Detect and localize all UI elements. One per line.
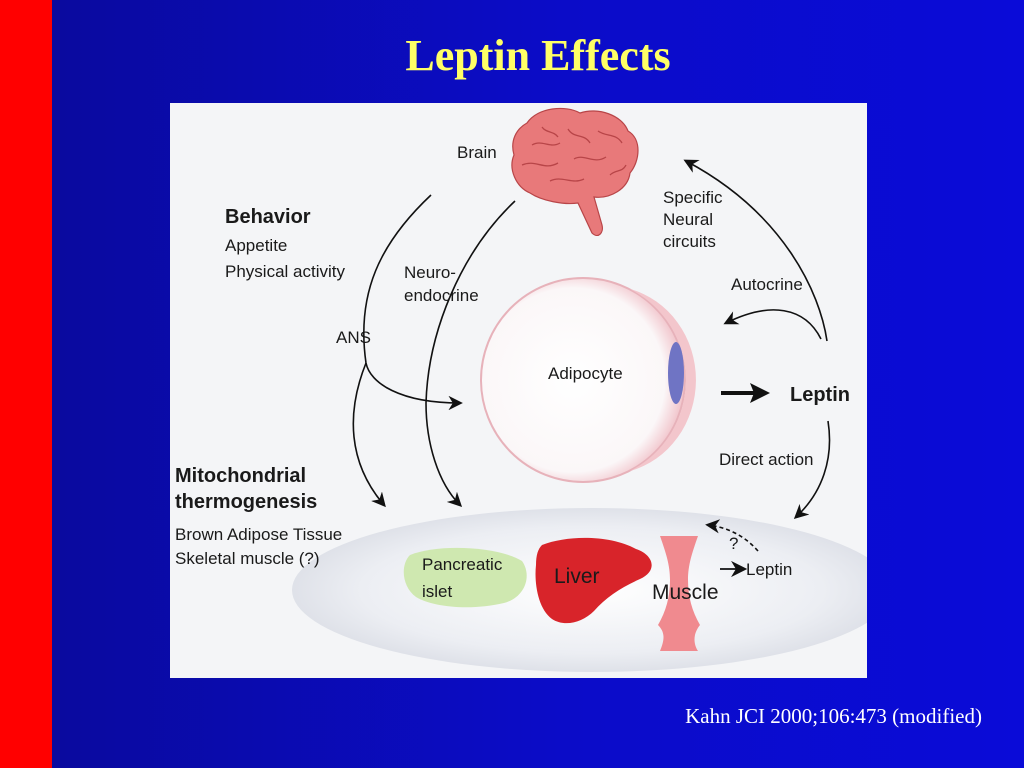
thermogenesis-heading-line-1: Mitochondrial bbox=[175, 465, 306, 487]
muscle-leptin-label: Leptin bbox=[746, 560, 792, 579]
adipocyte-nucleus bbox=[668, 342, 684, 404]
thermogenesis-item-bat: Brown Adipose Tissue bbox=[175, 525, 342, 544]
neuroendocrine-line-2: endocrine bbox=[404, 286, 479, 305]
leptin-to-brain-arrow bbox=[683, 159, 828, 342]
thermogenesis-item-skeletal-muscle: Skeletal muscle (?) bbox=[175, 549, 320, 568]
brain-icon bbox=[511, 107, 639, 237]
citation: Kahn JCI 2000;106:473 (modified) bbox=[685, 704, 982, 728]
left-red-bar bbox=[0, 0, 52, 768]
pancreatic-islet-shape bbox=[403, 547, 527, 608]
pancreatic-islet-line-2: islet bbox=[422, 582, 453, 601]
ans-label: ANS bbox=[336, 328, 371, 347]
neuroendocrine-line-1: Neuro- bbox=[404, 263, 456, 282]
brain-label: Brain bbox=[457, 143, 497, 162]
direct-action-arrow bbox=[793, 420, 831, 519]
leptin-effects-diagram: Brain Behavior Appetite Physical activit… bbox=[175, 107, 867, 672]
adipocyte-cytoplasm-rim bbox=[630, 289, 696, 471]
behavior-heading: Behavior bbox=[225, 206, 311, 228]
muscle-icon bbox=[658, 536, 700, 651]
liver-icon bbox=[535, 537, 652, 624]
question-mark: ? bbox=[729, 534, 738, 553]
muscle-label: Muscle bbox=[652, 581, 719, 604]
liver-label: Liver bbox=[554, 565, 600, 588]
specific-neural-line-2: Neural bbox=[663, 210, 713, 229]
autocrine-label: Autocrine bbox=[731, 275, 803, 294]
ans-to-adipocyte-arrow bbox=[362, 194, 463, 411]
specific-neural-line-3: circuits bbox=[663, 232, 716, 251]
autocrine-arrow bbox=[723, 309, 822, 340]
thermogenesis-heading-line-2: thermogenesis bbox=[175, 491, 317, 513]
neuroendocrine-arrow bbox=[425, 200, 516, 508]
adipocyte-cell bbox=[480, 277, 686, 483]
direct-action-label: Direct action bbox=[719, 450, 813, 469]
behavior-item-appetite: Appetite bbox=[225, 236, 287, 255]
leptin-label: Leptin bbox=[790, 384, 850, 406]
pancreatic-islet-line-1: Pancreatic bbox=[422, 555, 503, 574]
slide-title: Leptin Effects bbox=[405, 31, 671, 80]
diagram-panel: Brain Behavior Appetite Physical activit… bbox=[170, 103, 867, 678]
specific-neural-line-1: Specific bbox=[663, 188, 723, 207]
muscle-leptin-feedback-arrow bbox=[705, 519, 759, 552]
behavior-item-physical-activity: Physical activity bbox=[225, 262, 345, 281]
ans-to-thermogenesis-arrow bbox=[352, 362, 386, 508]
adipocyte-label: Adipocyte bbox=[548, 364, 623, 383]
